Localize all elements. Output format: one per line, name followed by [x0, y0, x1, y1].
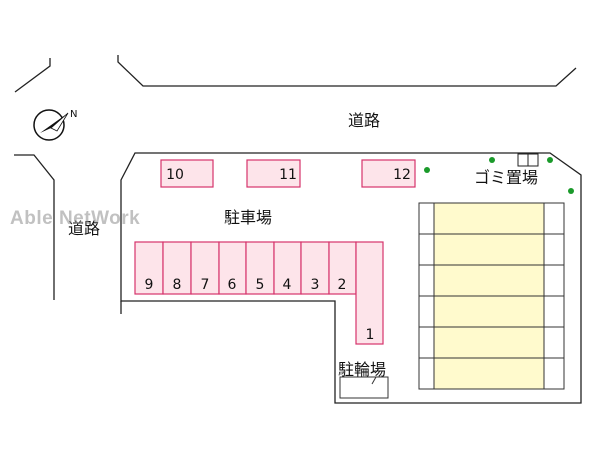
bike-parking-label: 駐輪場: [338, 360, 386, 379]
parking-label: 駐車場: [224, 208, 272, 227]
garbage-station-box: [517, 153, 539, 167]
parking-number: 10: [166, 167, 184, 183]
tree-icon: [424, 167, 430, 173]
road-left-upper-edge: [14, 58, 51, 93]
parking-space-7: [190, 241, 220, 295]
bike-parking-mark: [371, 376, 377, 385]
parking-space-11: [246, 159, 301, 188]
building: [418, 202, 565, 390]
parking-number: 1: [366, 327, 375, 343]
parking-space-6: [218, 241, 247, 295]
trees: [424, 157, 574, 194]
road-top-edge: [117, 55, 577, 87]
parking-space-12: [361, 159, 416, 188]
parking-space-5: [245, 241, 275, 295]
compass-icon: N: [33, 109, 77, 141]
tree-icon: [489, 157, 495, 163]
parking-space-10: [160, 159, 214, 188]
parking-space-1: [355, 241, 384, 345]
parking-number: 2: [338, 277, 347, 293]
parking-number: 9: [145, 277, 154, 293]
parking-number: 6: [228, 277, 237, 293]
parking-number: 3: [311, 277, 320, 293]
road-left-label: 道路: [68, 219, 100, 238]
parking-space-9: [134, 241, 164, 295]
parking-number: 4: [283, 277, 292, 293]
road-left-lower-edge: [14, 154, 55, 300]
parking-space-2: [328, 241, 357, 295]
parking-numbers: 10 11 12 9 8 7 6 5 4 3 2 1: [145, 167, 411, 343]
tree-icon: [547, 157, 553, 163]
parking-spaces: [134, 159, 416, 345]
parking-number: 11: [279, 167, 297, 183]
parking-number: 5: [256, 277, 265, 293]
garbage-label: ゴミ置場: [474, 168, 538, 187]
compass-north-letter: N: [70, 109, 77, 120]
road-top-label: 道路: [348, 111, 380, 130]
bike-parking-rack: [339, 376, 389, 399]
parking-space-3: [300, 241, 330, 295]
parking-number: 7: [201, 277, 210, 293]
road-lines: [14, 55, 577, 300]
tree-icon: [568, 188, 574, 194]
bike-parking: [339, 376, 389, 399]
parking-number: 8: [173, 277, 182, 293]
building-unit-dividers: [419, 233, 564, 359]
parking-number: 12: [393, 167, 411, 183]
watermark: Able NetWork: [10, 208, 140, 229]
